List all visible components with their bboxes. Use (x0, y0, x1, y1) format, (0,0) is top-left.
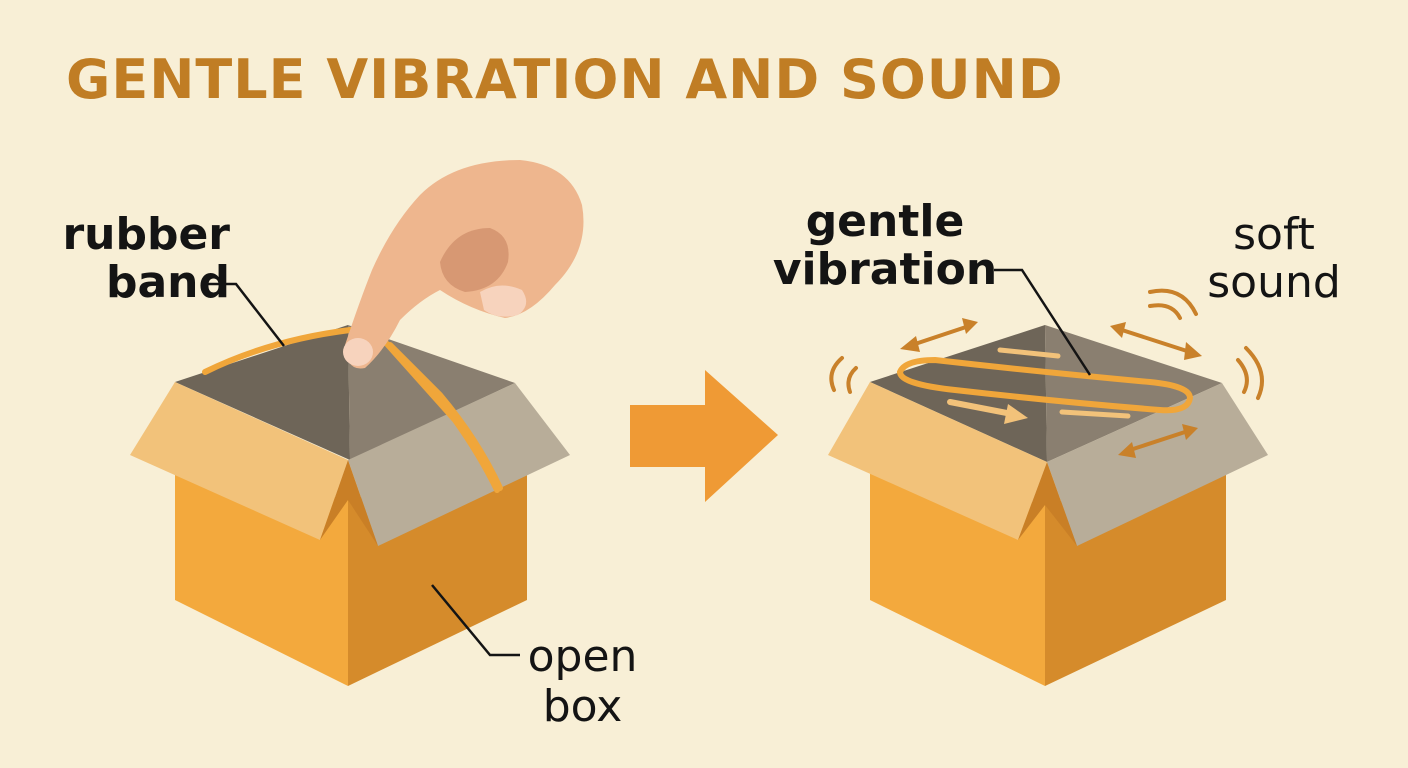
label-open-box-line-2: box (542, 681, 623, 732)
vibration-streaks (997, 347, 1131, 419)
double-arrow-icon (900, 318, 978, 352)
right-open-box (828, 325, 1268, 686)
left-box-fold-shadow (320, 460, 378, 546)
right-arrow-icon (630, 370, 778, 502)
leader-line-open-box (431, 584, 520, 657)
label-rubber-band: rubber band (60, 213, 230, 305)
label-gentle-vibration: gentle vibration (770, 200, 1000, 292)
leader-line-rubber-band (208, 282, 285, 347)
double-arrow-icon (1118, 424, 1198, 458)
label-open-box-line-1: open (527, 631, 638, 682)
label-soft-sound: soft sound (1200, 213, 1348, 305)
left-box-flap-left (130, 382, 348, 540)
sound-wave-icon (1148, 288, 1198, 320)
diagram-title: GENTLE VIBRATION AND SOUND (66, 48, 1064, 111)
right-box-flap-right (1047, 383, 1268, 546)
right-box-inside-right (1045, 325, 1222, 462)
right-box-inside-back (870, 325, 1047, 462)
label-soft-sound-line-1: soft (1233, 209, 1315, 260)
leader-line-gentle-vibration (994, 268, 1092, 376)
finger-icon (343, 160, 584, 369)
label-gentle-vibration-line-2: vibration (772, 244, 998, 295)
left-box-flap-right (348, 383, 570, 546)
right-rubber-band (896, 356, 1194, 414)
double-arrow-icon (1110, 322, 1202, 360)
sound-wave-icon (1236, 346, 1264, 400)
label-rubber-band-line-1: rubber (62, 209, 230, 260)
label-open-box: open box (520, 635, 645, 729)
inside-arrow-icon (947, 399, 1028, 424)
left-open-box (130, 325, 570, 686)
sound-wave-icon (829, 356, 858, 394)
right-box-flap-left (828, 382, 1047, 540)
label-gentle-vibration-line-1: gentle (805, 196, 965, 247)
label-rubber-band-line-2: band (105, 257, 230, 308)
right-box-fold-shadow (1018, 462, 1077, 546)
label-soft-sound-line-2: sound (1207, 257, 1341, 308)
left-box-inside-back (175, 325, 350, 460)
